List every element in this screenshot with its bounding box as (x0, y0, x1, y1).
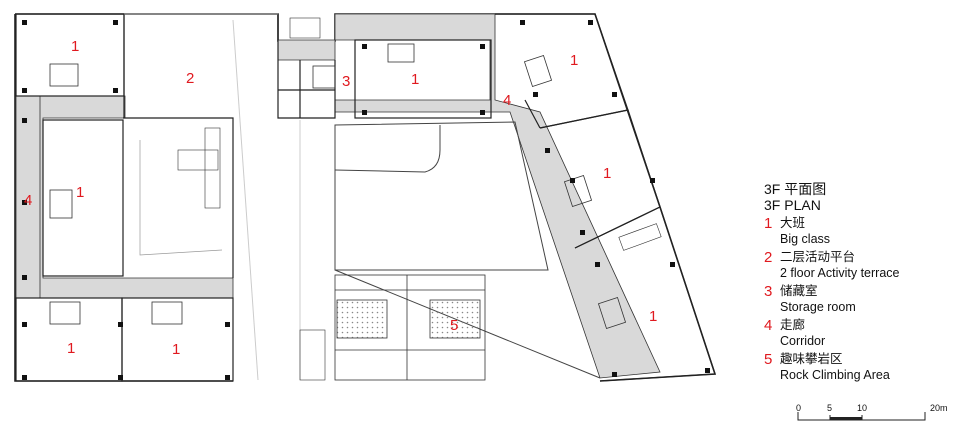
legend: 3F 平面图 3F PLAN 1 大班 Big class 2 二层活动平台 2… (764, 181, 954, 383)
scale-tick: 5 (827, 403, 832, 413)
plan-label: 3 (342, 73, 350, 90)
legend-item-en: 2 floor Activity terrace (780, 265, 900, 280)
legend-title-en: 3F PLAN (764, 197, 821, 213)
legend-item-en: Big class (780, 231, 831, 246)
scale-tick: 0 (796, 403, 801, 413)
plan-label: 1 (411, 71, 419, 88)
plan-label: 4 (503, 92, 511, 109)
climbing-area (334, 274, 486, 381)
plan-label: 1 (67, 340, 75, 357)
legend-item-cn: 走廊 (780, 318, 806, 332)
legend-item-cn: 二层活动平台 (780, 250, 856, 264)
legend-item-number: 2 (764, 249, 773, 266)
legend-item-en: Storage room (780, 299, 856, 314)
scale-tick: 10 (857, 403, 867, 413)
legend-item-number: 3 (764, 283, 773, 300)
legend-item: 3 储藏室 Storage room (764, 284, 954, 315)
legend-item: 1 大班 Big class (764, 216, 954, 247)
plan-label: 4 (24, 192, 32, 209)
legend-item-cn: 储藏室 (780, 284, 818, 298)
legend-item-cn: 大班 (780, 216, 806, 230)
plan-label: 1 (603, 165, 611, 182)
plan-label: 1 (649, 308, 657, 325)
floor-plan: 1 2 3 1 4 1 4 1 1 1 5 1 1 (14, 13, 717, 382)
corridors (15, 13, 661, 379)
plan-label: 1 (76, 184, 84, 201)
terrace-area (124, 13, 278, 256)
walls (15, 13, 716, 382)
legend-item-en: Corridor (780, 333, 826, 348)
plan-label: 1 (71, 38, 79, 55)
legend-item: 4 走廊 Corridor (764, 318, 954, 349)
legend-item-number: 4 (764, 317, 773, 334)
plan-label: 5 (450, 317, 458, 334)
legend-title-cn: 3F 平面图 (764, 181, 827, 197)
room-labels: 1 2 3 1 4 1 4 1 1 1 5 1 1 (24, 38, 657, 358)
legend-item-en: Rock Climbing Area (780, 367, 890, 382)
legend-item-cn: 趣味攀岩区 (780, 352, 843, 366)
columns (22, 20, 710, 380)
plan-label: 1 (172, 341, 180, 358)
legend-item: 5 趣味攀岩区 Rock Climbing Area (764, 352, 954, 383)
plan-label: 2 (186, 70, 194, 87)
legend-item: 2 二层活动平台 2 floor Activity terrace (764, 250, 954, 281)
scale-bar: 0 5 10 20m (796, 403, 948, 421)
scale-tick: 20m (930, 403, 948, 413)
plan-label: 1 (570, 52, 578, 69)
stairs (177, 17, 662, 381)
legend-item-number: 5 (764, 351, 773, 368)
legend-item-number: 1 (764, 215, 773, 232)
